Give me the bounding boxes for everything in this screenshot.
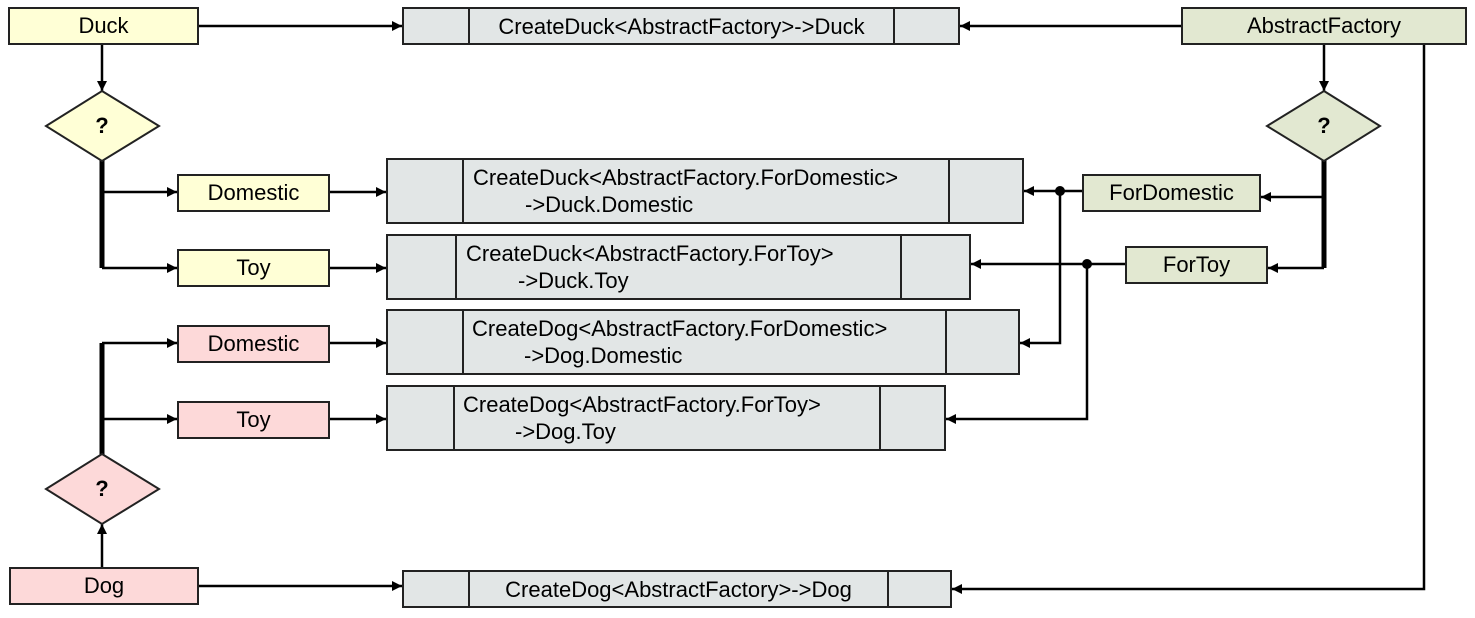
create-dog-domestic-function: CreateDog<AbstractFactory.ForDomestic> -… xyxy=(386,309,1020,375)
fortoy-to-dog-toy-arrow xyxy=(946,264,1089,424)
create-dog-toy-text: CreateDog<AbstractFactory.ForToy> ->Dog.… xyxy=(463,387,821,449)
function-separator xyxy=(468,572,470,606)
create-dog-function: CreateDog<AbstractFactory>->Dog xyxy=(402,570,952,608)
function-separator xyxy=(879,387,881,449)
function-separator xyxy=(945,311,947,373)
fortoy-node: ForToy xyxy=(1125,246,1268,284)
create-duck-domestic-text: CreateDuck<AbstractFactory.ForDomestic> … xyxy=(473,160,898,222)
create-duck-function: CreateDuck<AbstractFactory>->Duck xyxy=(402,7,960,45)
create-dog-toy-function: CreateDog<AbstractFactory.ForToy> ->Dog.… xyxy=(386,385,946,451)
function-separator xyxy=(462,160,464,222)
duck-decision-label: ? xyxy=(95,113,109,138)
create-duck-toy-line2: ->Duck.Toy xyxy=(518,268,629,293)
create-duck-text: CreateDuck<AbstractFactory>->Duck xyxy=(498,13,865,39)
create-duck-toy-line1: CreateDuck<AbstractFactory.ForToy> xyxy=(466,241,834,266)
create-duck-domestic-function: CreateDuck<AbstractFactory.ForDomestic> … xyxy=(386,158,1024,224)
create-dog-domestic-line2: ->Dog.Domestic xyxy=(524,343,683,368)
create-duck-toy-function: CreateDuck<AbstractFactory.ForToy> ->Duc… xyxy=(386,234,971,300)
create-dog-domestic-line1: CreateDog<AbstractFactory.ForDomestic> xyxy=(472,316,888,341)
duck-toy-node: Toy xyxy=(177,249,330,287)
factory-decision-diamond xyxy=(1265,89,1382,163)
factory-decision-label: ? xyxy=(1317,113,1331,138)
function-separator xyxy=(900,236,902,298)
dog-decision-label: ? xyxy=(95,476,109,501)
duck-decision-diamond xyxy=(44,89,161,163)
create-duck-domestic-line1: CreateDuck<AbstractFactory.ForDomestic> xyxy=(473,165,899,190)
fordomestic-junction-dot xyxy=(1055,186,1065,196)
function-separator xyxy=(455,236,457,298)
dog-domestic-node: Domestic xyxy=(177,325,330,363)
duck-domestic-node: Domestic xyxy=(177,174,330,212)
function-separator xyxy=(948,160,950,222)
create-duck-toy-text: CreateDuck<AbstractFactory.ForToy> ->Duc… xyxy=(466,236,834,298)
dog-toy-node: Toy xyxy=(177,401,330,439)
function-separator xyxy=(462,311,464,373)
dog-node: Dog xyxy=(9,567,199,605)
function-separator xyxy=(887,572,889,606)
fordomestic-node: ForDomestic xyxy=(1082,174,1261,212)
create-dog-toy-line2: ->Dog.Toy xyxy=(515,419,616,444)
function-separator xyxy=(893,9,895,43)
fortoy-junction-dot xyxy=(1082,259,1092,269)
function-separator xyxy=(453,387,455,449)
fordomestic-to-dog-domestic-arrow xyxy=(1020,191,1062,348)
abstract-factory-node: AbstractFactory xyxy=(1181,7,1467,45)
create-duck-domestic-line2: ->Duck.Domestic xyxy=(525,192,694,217)
create-dog-toy-line1: CreateDog<AbstractFactory.ForToy> xyxy=(463,392,821,417)
duck-node: Duck xyxy=(8,7,199,45)
factory-to-create-dog-arrow xyxy=(952,45,1426,594)
create-dog-domestic-text: CreateDog<AbstractFactory.ForDomestic> -… xyxy=(472,311,887,373)
dog-decision-diamond xyxy=(44,452,161,526)
function-separator xyxy=(468,9,470,43)
create-dog-text: CreateDog<AbstractFactory>->Dog xyxy=(505,576,852,602)
